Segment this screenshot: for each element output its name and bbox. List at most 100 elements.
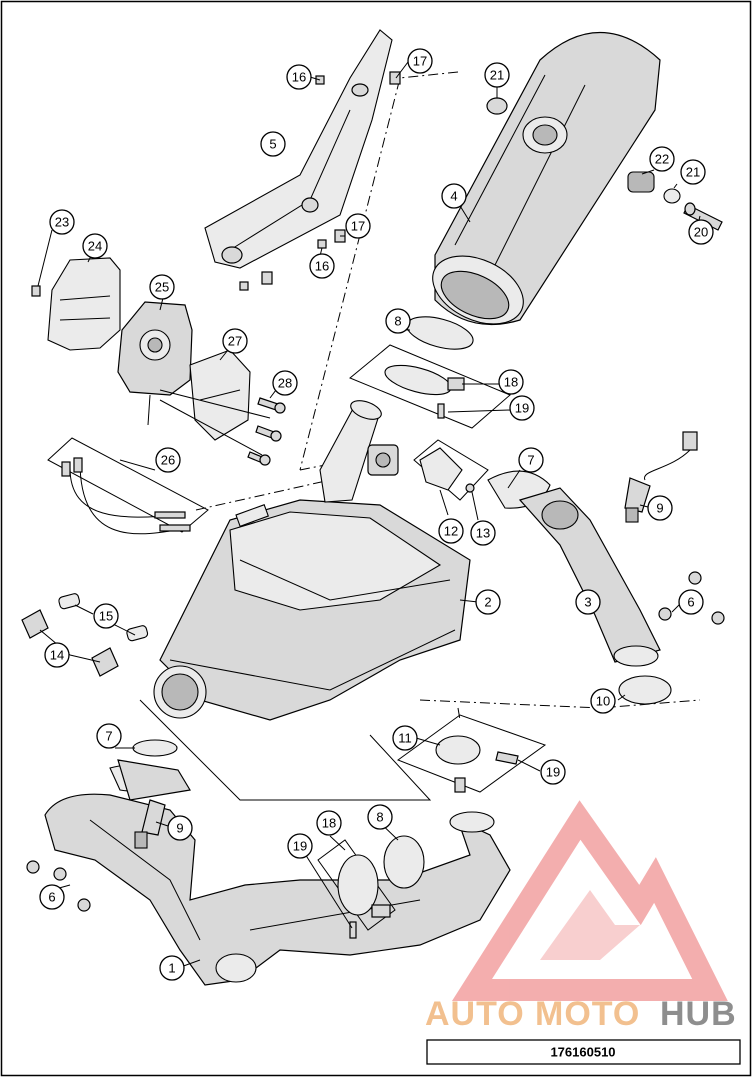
svg-text:17: 17 — [351, 219, 365, 234]
muffler-mount-hardware — [627, 171, 723, 231]
svg-text:16: 16 — [315, 259, 329, 274]
gasket-ring — [618, 675, 672, 705]
callout-18: 18 — [498, 369, 524, 395]
svg-text:27: 27 — [228, 334, 242, 349]
callout-11: 11 — [392, 725, 418, 751]
svg-text:7: 7 — [527, 453, 534, 468]
callout-19: 19 — [540, 759, 566, 785]
callout-23: 23 — [49, 209, 75, 235]
svg-text:11: 11 — [398, 731, 412, 746]
callout-19: 19 — [287, 833, 313, 859]
svg-text:7: 7 — [105, 729, 112, 744]
svg-text:13: 13 — [476, 526, 490, 541]
callout-15: 15 — [93, 603, 119, 629]
callout-21: 21 — [484, 62, 510, 88]
callout-25: 25 — [149, 274, 175, 300]
downpipe-collector-part — [44, 739, 511, 986]
callout-14: 14 — [44, 642, 70, 668]
callout-6: 6 — [39, 884, 65, 910]
actuator-bracket-part — [189, 349, 251, 441]
document-number-box: 176160510 — [426, 1039, 741, 1065]
svg-text:17: 17 — [413, 54, 427, 69]
callout-8: 8 — [385, 308, 411, 334]
svg-text:21: 21 — [490, 68, 504, 83]
svg-text:8: 8 — [394, 314, 401, 329]
callout-9: 9 — [167, 815, 193, 841]
nuts-left — [26, 860, 91, 912]
svg-text:22: 22 — [655, 152, 669, 167]
svg-text:HUB: HUB — [660, 995, 737, 1033]
callout-13: 13 — [470, 520, 496, 546]
document-number: 176160510 — [550, 1045, 615, 1060]
callout-19: 19 — [509, 395, 535, 421]
callout-16: 16 — [286, 64, 312, 90]
svg-text:MOTO: MOTO — [535, 995, 640, 1033]
svg-text:28: 28 — [278, 376, 292, 391]
svg-text:19: 19 — [546, 765, 560, 780]
callout-leaders — [37, 61, 701, 969]
svg-text:8: 8 — [376, 810, 383, 825]
callout-20: 20 — [688, 219, 714, 245]
svg-text:15: 15 — [99, 609, 113, 624]
valve-cover-group — [413, 439, 489, 501]
svg-text:19: 19 — [515, 401, 529, 416]
bracket-screws — [247, 397, 286, 466]
callout-16: 16 — [309, 253, 335, 279]
callout-6: 6 — [678, 589, 704, 615]
callout-17: 17 — [407, 48, 433, 74]
svg-text:24: 24 — [88, 239, 102, 254]
callout-28: 28 — [272, 370, 298, 396]
svg-text:16: 16 — [292, 70, 306, 85]
svg-text:20: 20 — [694, 225, 708, 240]
svg-text:19: 19 — [293, 839, 307, 854]
svg-text:12: 12 — [444, 524, 458, 539]
callout-26: 26 — [155, 447, 181, 473]
callout-7: 7 — [96, 723, 122, 749]
callout-21: 21 — [680, 159, 706, 185]
svg-text:5: 5 — [269, 137, 276, 152]
svg-text:10: 10 — [596, 694, 610, 709]
svg-text:9: 9 — [176, 821, 183, 836]
actuator-cables-group — [47, 437, 209, 535]
callout-7: 7 — [518, 447, 544, 473]
callout-24: 24 — [82, 233, 108, 259]
svg-text:18: 18 — [322, 816, 336, 831]
svg-text:25: 25 — [155, 280, 169, 295]
callout-5: 5 — [260, 131, 286, 157]
svg-text:6: 6 — [48, 890, 55, 905]
silencer-body-part — [153, 400, 471, 721]
callout-27: 27 — [222, 328, 248, 354]
grommet-top — [486, 97, 508, 115]
actuator-cover-part — [31, 257, 121, 351]
clamp-group-top — [349, 316, 511, 429]
lambda-sensor-top — [624, 431, 698, 523]
svg-text:6: 6 — [687, 595, 694, 610]
clamp-group-middle — [396, 714, 547, 793]
callout-3: 3 — [575, 589, 601, 615]
svg-text:9: 9 — [656, 501, 663, 516]
svg-text:3: 3 — [584, 595, 591, 610]
svg-text:1: 1 — [168, 961, 175, 976]
nuts-right — [658, 571, 725, 625]
callout-22: 22 — [649, 146, 675, 172]
muffler-part — [432, 32, 661, 326]
svg-text:14: 14 — [50, 648, 64, 663]
callout-12: 12 — [438, 518, 464, 544]
callout-4: 4 — [441, 183, 467, 209]
svg-text:4: 4 — [450, 189, 457, 204]
header-pipe-part — [487, 470, 661, 667]
svg-text:2: 2 — [484, 595, 491, 610]
svg-text:AUTO: AUTO — [425, 995, 525, 1033]
callout-9: 9 — [647, 495, 673, 521]
watermark-text: AUTO MOTO HUB — [425, 995, 737, 1033]
clamp-group-bottom — [317, 835, 425, 939]
lambda-sensor-bottom — [134, 799, 166, 849]
heat-shield-part — [204, 29, 393, 269]
callout-8: 8 — [367, 804, 393, 830]
watermark-logo — [451, 800, 728, 1001]
callout-17: 17 — [345, 213, 371, 239]
callout-1: 1 — [159, 955, 185, 981]
plugs-and-caps — [21, 593, 149, 677]
